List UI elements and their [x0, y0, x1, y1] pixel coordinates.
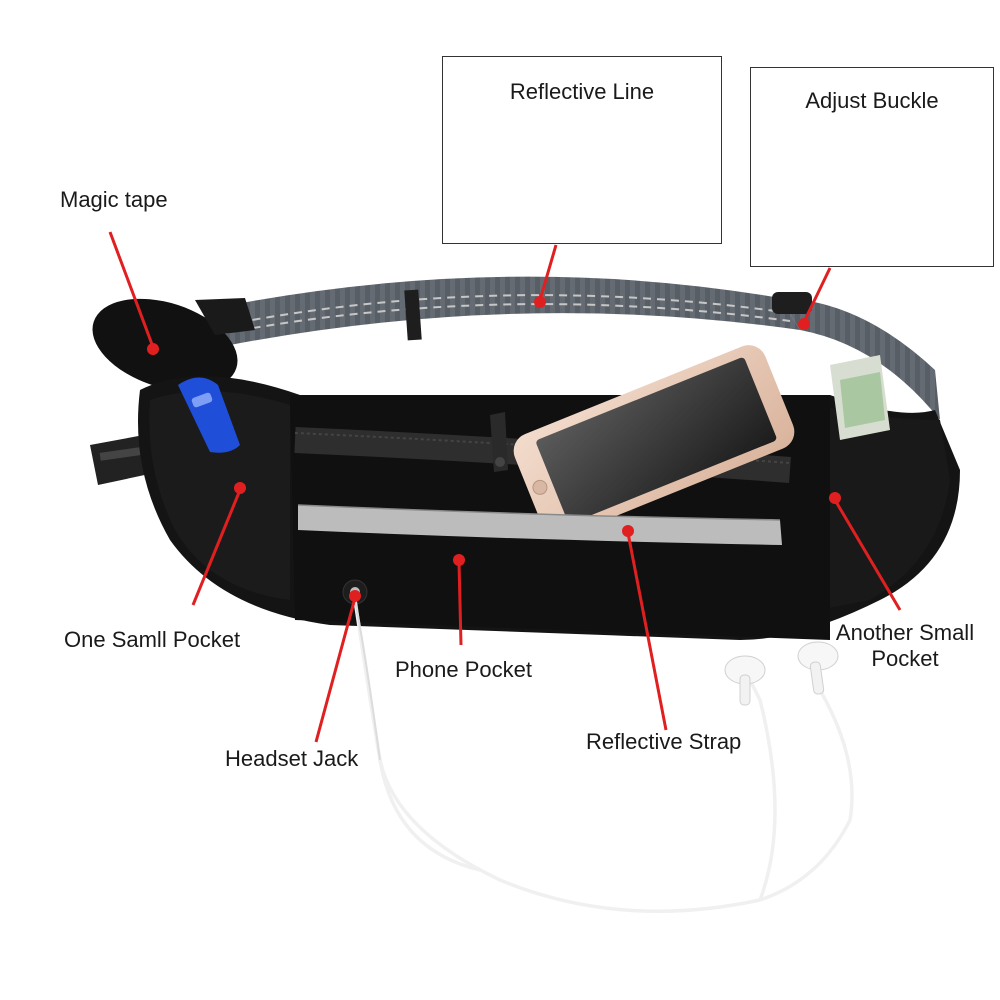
reflective-strap-label: Reflective Strap	[586, 729, 742, 754]
pointers	[108, 231, 902, 743]
adjust-buckle-inset: Adjust Buckle	[750, 67, 994, 267]
another-small-pocket-label: Another Small Pocket	[835, 620, 975, 672]
one-small-pocket-label: One Samll Pocket	[64, 627, 241, 652]
earphones	[353, 599, 854, 913]
reflective-line-title: Reflective Line	[509, 79, 655, 104]
magic-tape-label: Magic tape	[60, 187, 168, 212]
magic-tape-flap	[92, 298, 255, 392]
cash	[830, 355, 890, 440]
smartphone	[513, 345, 795, 538]
belt-strap	[205, 276, 940, 420]
reflective-line-inset: Reflective Line	[442, 56, 722, 244]
reflective-strap	[297, 504, 782, 545]
phone-pocket-label: Phone Pocket	[395, 657, 532, 682]
earbud-left	[724, 655, 766, 706]
headset-jack-label: Headset Jack	[225, 746, 359, 771]
adjust-buckle-title: Adjust Buckle	[805, 88, 939, 113]
earbud-right	[797, 641, 839, 695]
key	[178, 377, 240, 453]
